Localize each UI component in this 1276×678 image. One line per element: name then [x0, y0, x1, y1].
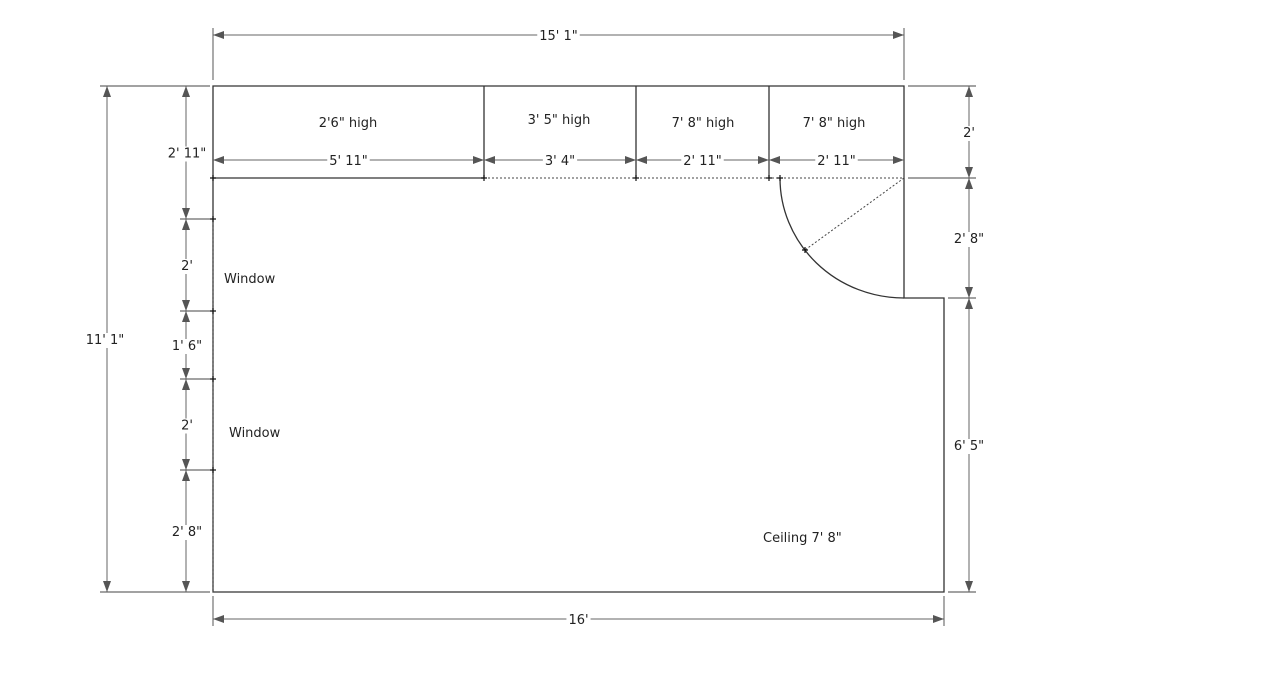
- arrowhead-icon: [473, 156, 484, 164]
- arrowhead-icon: [182, 470, 190, 481]
- arrowhead-icon: [965, 287, 973, 298]
- arrowhead-icon: [182, 219, 190, 230]
- node-marker-icon: [766, 175, 772, 181]
- node-marker-icon: [210, 216, 216, 222]
- arrowhead-icon: [933, 615, 944, 623]
- node-marker-icon: [802, 247, 808, 253]
- label-bg: [566, 613, 591, 628]
- arrowhead-icon: [182, 581, 190, 592]
- arrowhead-icon: [182, 379, 190, 390]
- door-swing-arc: [779, 177, 905, 299]
- dimension-label: 2' 11": [683, 154, 722, 169]
- arrowhead-icon: [213, 615, 224, 623]
- closet-height-label: 7' 8" high: [672, 116, 735, 131]
- closet-height-label: 3' 5" high: [528, 113, 591, 128]
- label-bg: [951, 439, 987, 454]
- label-bg: [83, 333, 127, 348]
- arrowhead-icon: [625, 156, 636, 164]
- arrowhead-icon: [182, 208, 190, 219]
- node-marker-icon: [777, 175, 783, 181]
- label-bg: [179, 259, 195, 274]
- arrowhead-icon: [182, 86, 190, 97]
- arrowhead-icon: [769, 156, 780, 164]
- closet-height-label: 2'6" high: [319, 116, 378, 131]
- dimensions: 15' 1"16'11' 1"5' 11"3' 4"2' 11"2' 11"2'…: [83, 28, 987, 628]
- dimension-label: 2': [181, 259, 193, 274]
- dimension-label: 2': [963, 126, 975, 141]
- dimension-label: 16': [568, 613, 588, 628]
- window-label: Window: [229, 426, 281, 441]
- node-marker-icon: [633, 175, 639, 181]
- arrowhead-icon: [636, 156, 647, 164]
- labels: 2'6" high 3' 5" high 7' 8" high 7' 8" hi…: [224, 113, 865, 546]
- dimension-label: 2': [181, 419, 193, 434]
- label-bg: [951, 232, 987, 247]
- label-bg: [327, 154, 370, 169]
- node-marker-icon: [210, 175, 216, 181]
- arrowhead-icon: [103, 581, 111, 592]
- arrowhead-icon: [965, 167, 973, 178]
- ceiling-height-label: Ceiling 7' 8": [763, 531, 842, 546]
- dimension-label: 15' 1": [539, 29, 578, 44]
- arrowhead-icon: [893, 31, 904, 39]
- arrowhead-icon: [965, 581, 973, 592]
- label-bg: [179, 418, 195, 434]
- closet-height-label: 7' 8" high: [803, 116, 866, 131]
- label-bg: [537, 29, 580, 44]
- label-bg: [961, 126, 977, 141]
- label-bg: [542, 154, 578, 169]
- arrowhead-icon: [182, 459, 190, 470]
- arrowhead-icon: [182, 311, 190, 322]
- arrowhead-icon: [213, 156, 224, 164]
- walls: [212, 85, 945, 593]
- dimension-label: 6' 5": [954, 439, 984, 454]
- label-bg: [681, 154, 724, 169]
- arrowhead-icon: [758, 156, 769, 164]
- arrowhead-icon: [484, 156, 495, 164]
- dimension-label: 2' 8": [172, 525, 202, 540]
- dimension-label: 2' 8": [954, 232, 984, 247]
- dimension-label: 3' 4": [545, 154, 575, 169]
- arrowhead-icon: [965, 298, 973, 309]
- arrowhead-icon: [893, 156, 904, 164]
- door-leaf-line: [804, 177, 905, 251]
- arrowhead-icon: [182, 368, 190, 379]
- arrowhead-icon: [182, 300, 190, 311]
- arrowhead-icon: [213, 31, 224, 39]
- arrowhead-icon: [103, 86, 111, 97]
- dimension-label: 2' 11": [168, 147, 207, 162]
- node-marker-icon: [481, 175, 487, 181]
- dimension-label: 5' 11": [329, 154, 368, 169]
- dimension-label: 1' 6": [172, 339, 202, 354]
- window-label: Window: [224, 272, 276, 287]
- label-bg: [815, 154, 858, 169]
- node-marker-icon: [210, 376, 216, 382]
- arrowhead-icon: [965, 178, 973, 189]
- label-bg: [169, 525, 205, 540]
- dimension-label: 11' 1": [86, 333, 125, 348]
- dimension-label: 2' 11": [817, 154, 856, 169]
- node-marker-icon: [210, 467, 216, 473]
- node-marker-icon: [210, 308, 216, 314]
- arrowhead-icon: [965, 86, 973, 97]
- label-bg: [165, 146, 209, 162]
- label-bg: [169, 339, 205, 354]
